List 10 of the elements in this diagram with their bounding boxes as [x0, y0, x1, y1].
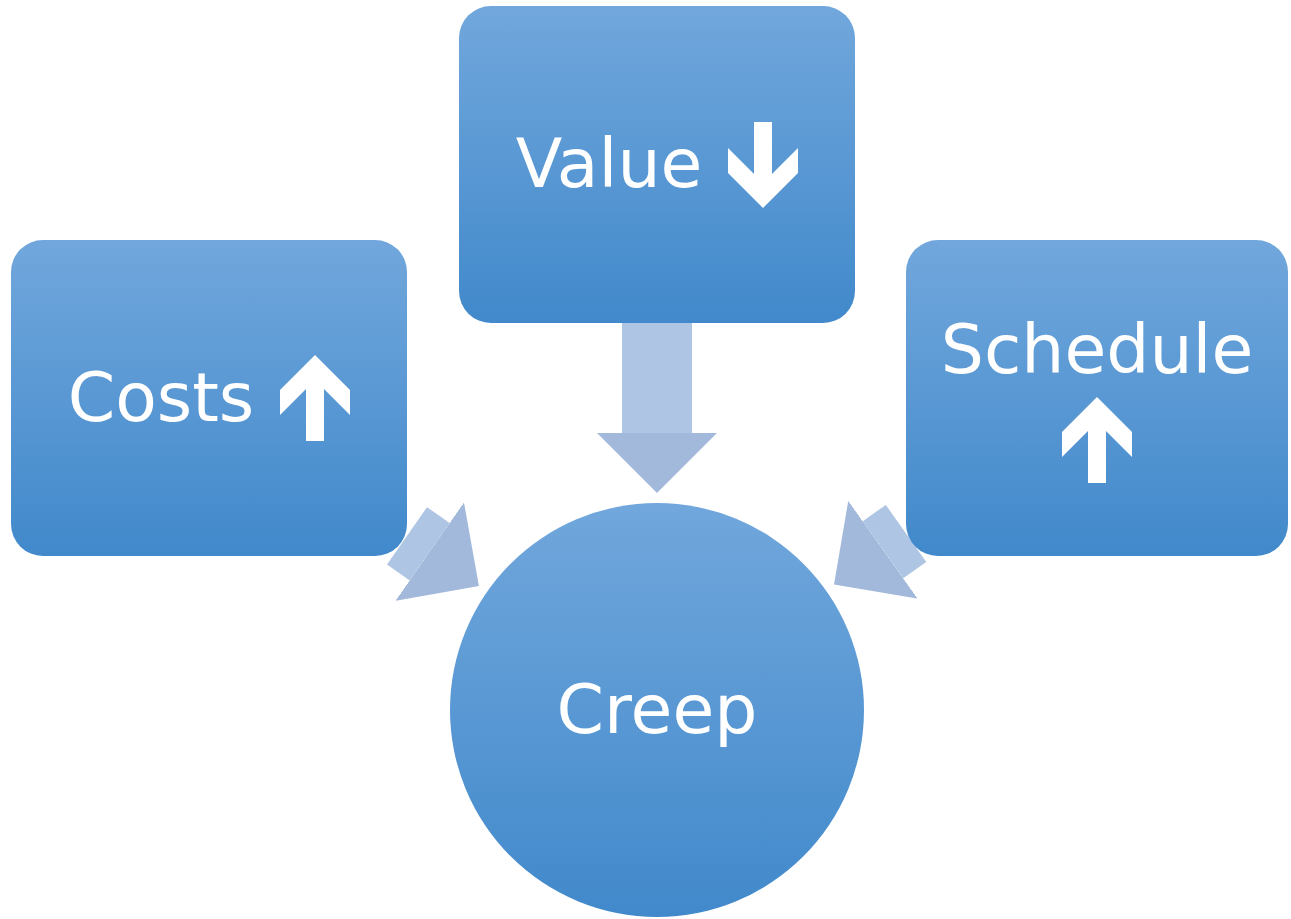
process-box: [11, 240, 407, 556]
node-label: Value: [515, 127, 703, 202]
node-label: Schedule: [940, 312, 1254, 388]
process-box: [906, 240, 1288, 556]
node-label: Costs: [67, 360, 255, 436]
process-box: [459, 6, 855, 323]
block-arrow: [387, 502, 479, 601]
node-label: Creep: [556, 672, 758, 748]
block-arrow: [834, 500, 927, 599]
block-arrow: [597, 323, 717, 493]
